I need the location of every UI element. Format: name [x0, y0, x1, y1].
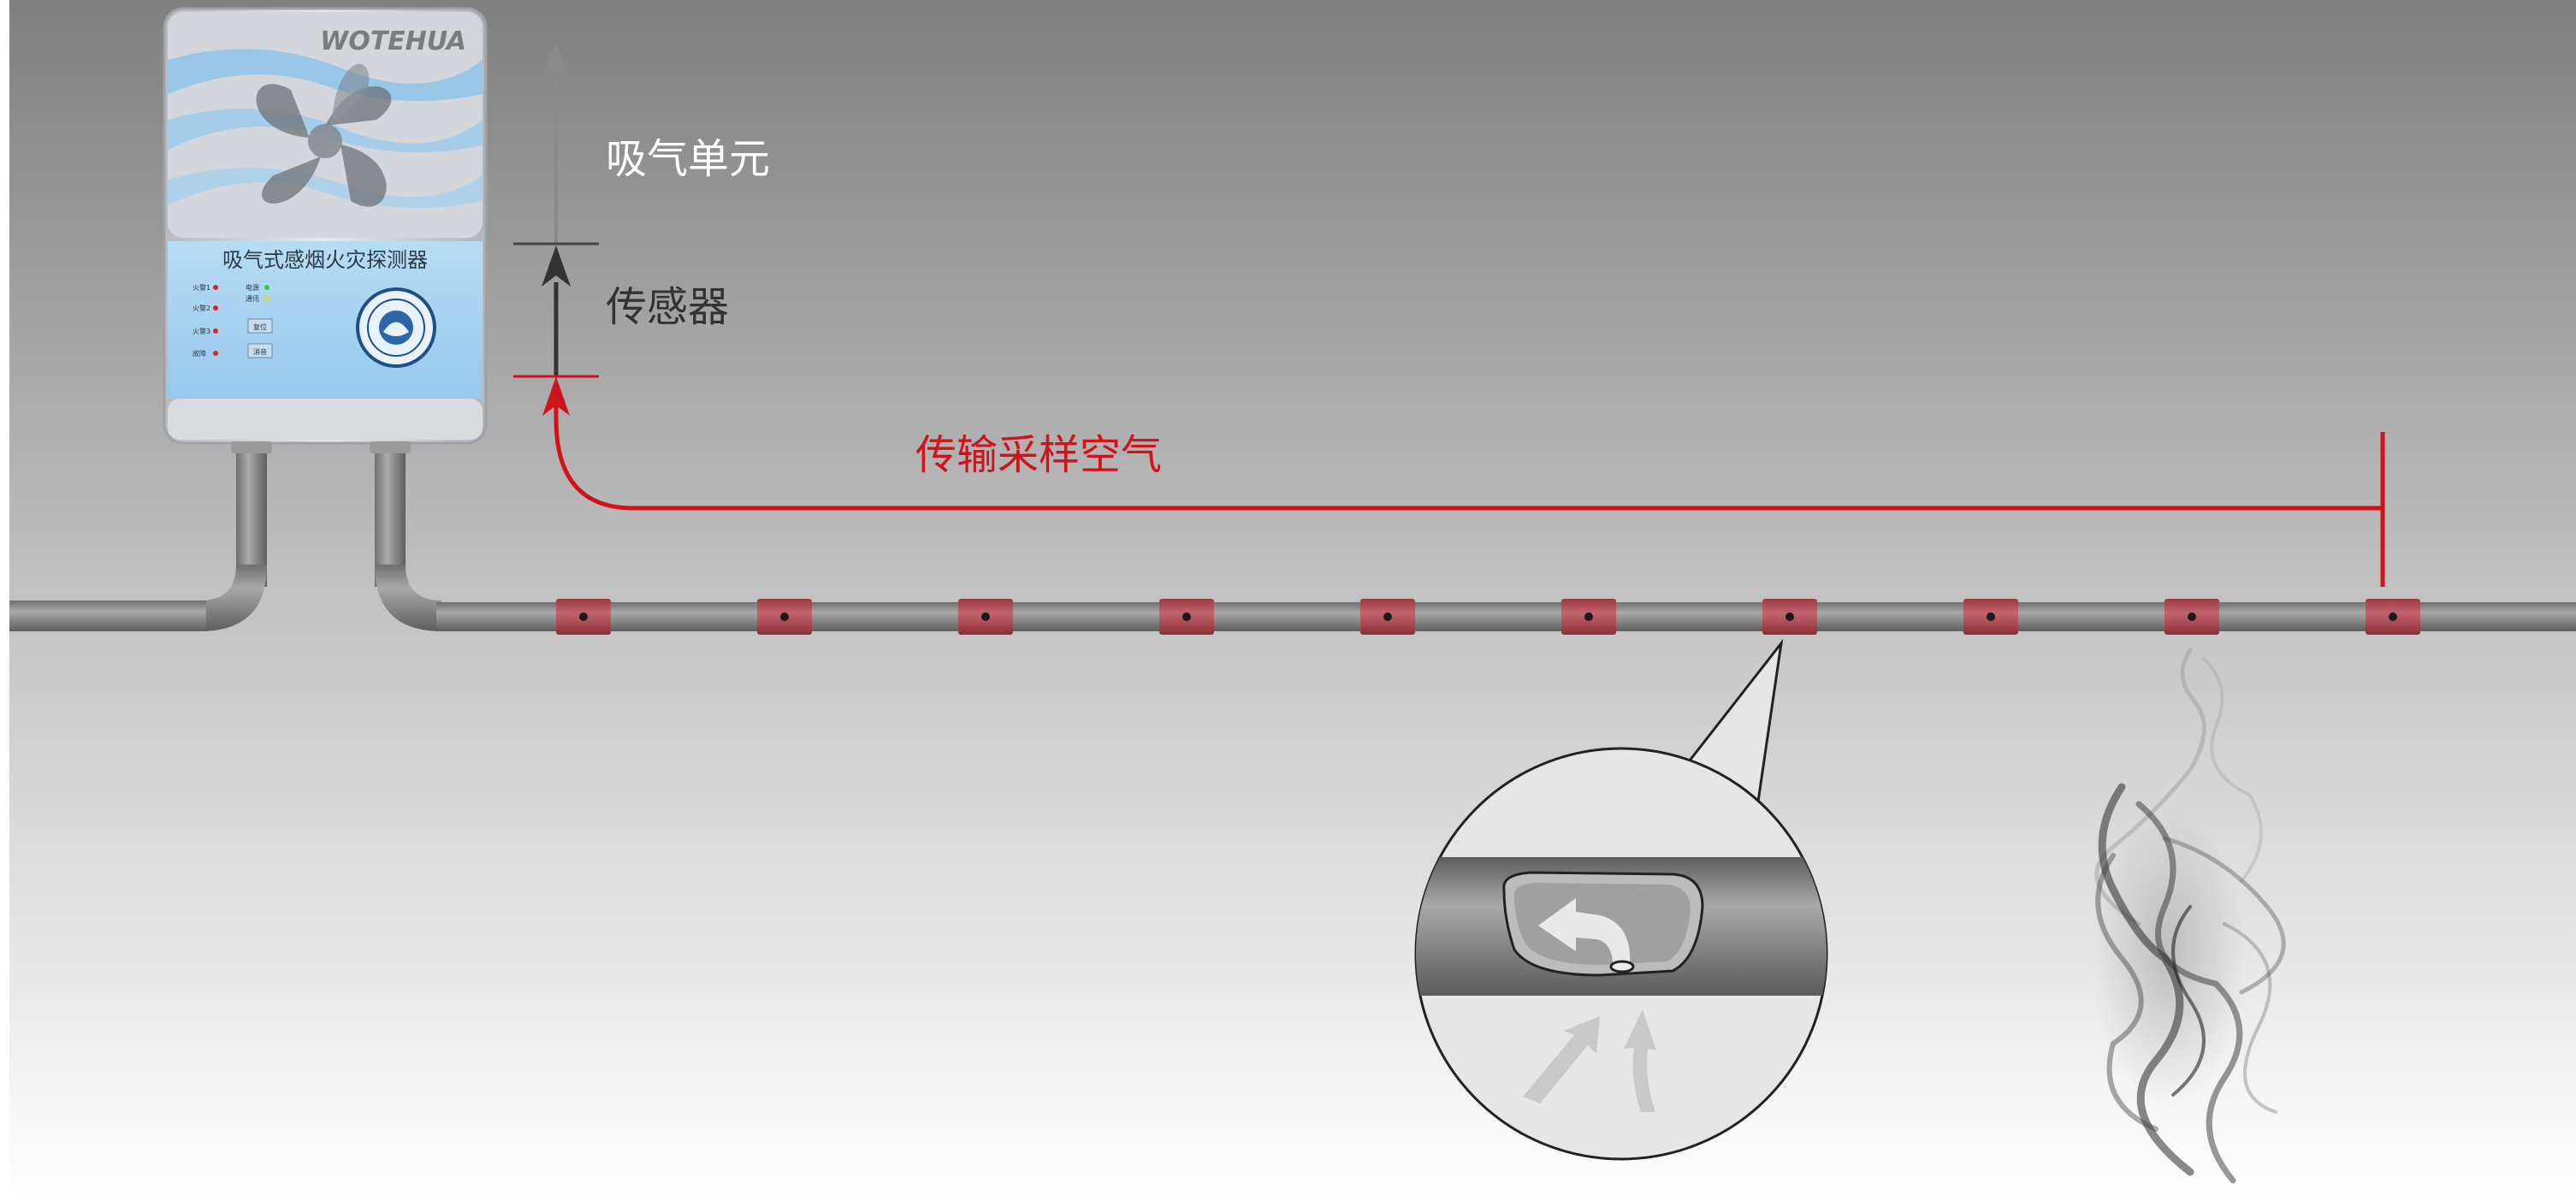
sampling-pipe-network	[9, 441, 2576, 635]
sampling-hole	[1383, 612, 1392, 621]
mute-button	[247, 343, 273, 358]
sampling-hole	[1785, 612, 1794, 621]
aspiration-unit-label: 吸气单元	[606, 135, 770, 183]
brand-logo: WOTEHUA	[320, 27, 466, 56]
left-margin	[0, 0, 9, 1198]
reset-button-label: 复位	[253, 322, 267, 331]
sampling-hole	[579, 612, 588, 621]
mute-button-label: 消音	[253, 347, 267, 356]
sampling-pipe-elbow	[375, 565, 441, 631]
smoke-plume	[2092, 648, 2286, 1184]
certification-seal-icon	[356, 287, 436, 368]
led-label-comm: 通讯	[246, 294, 259, 303]
sampling-hole	[2188, 612, 2196, 621]
airflow-in-arrow-right	[1624, 1009, 1656, 1112]
led-label-2: 火警2	[192, 304, 210, 312]
transport-arrowhead	[542, 376, 570, 416]
exhaust-pipe-horizontal	[9, 600, 206, 631]
fan-window	[168, 12, 483, 238]
reset-button	[247, 318, 273, 334]
airflow-in-arrow-left	[1523, 1016, 1600, 1103]
transport-arrow-line	[554, 400, 2383, 511]
detector-device: WOTEHUA 吸气式感烟火灾探测器 火警1 火警2 火警3 故障 电源 通讯 …	[163, 7, 488, 445]
sampling-hole	[2389, 612, 2397, 621]
zoom-sampling-hole	[1609, 960, 1635, 973]
sampling-holes	[556, 599, 2420, 635]
sampling-hole-zoom-callout	[1414, 638, 1828, 1161]
transport-label: 传输采样空气	[915, 431, 1162, 479]
exhaust-pipe-vertical	[236, 441, 267, 587]
transport-air-path: 传输采样空气	[542, 376, 2385, 587]
led-label-power: 电源	[246, 283, 259, 292]
sampling-hole	[981, 612, 990, 621]
unit-brackets: 吸气单元 传感器	[513, 41, 770, 378]
sensor-label: 传感器	[606, 283, 729, 331]
indicator-leds: 火警1 火警2 火警3 故障 电源 通讯	[192, 283, 269, 358]
sampling-hole	[1182, 612, 1191, 621]
sensor-arrowhead	[542, 246, 571, 287]
sampling-pipe-vertical	[375, 441, 406, 587]
sampling-hole	[1987, 612, 1995, 621]
fan-icon	[256, 63, 392, 207]
aspiration-unit-arrowhead	[542, 41, 571, 80]
led-label-1: 火警1	[192, 283, 210, 292]
led-label-4: 故障	[192, 349, 206, 358]
exhaust-pipe-elbow	[200, 565, 267, 631]
sampling-hole	[1584, 612, 1593, 621]
airflow-curve-arrow	[1538, 898, 1631, 965]
led-label-3: 火警3	[192, 327, 210, 335]
sampling-hole	[780, 612, 789, 621]
panel-title: 吸气式感烟火灾探测器	[222, 248, 428, 272]
